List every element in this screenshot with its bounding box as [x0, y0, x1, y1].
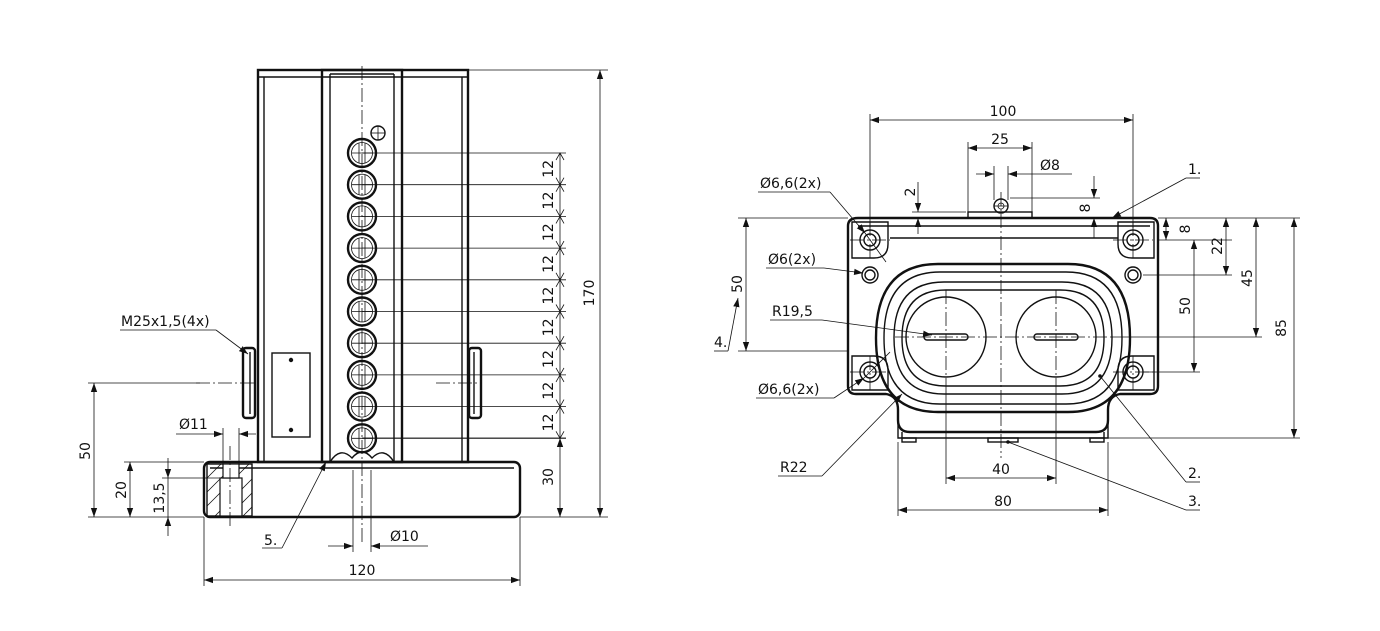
callout-item-2-label: 2. [1188, 466, 1201, 482]
dim-d10: Ø10 [328, 470, 428, 552]
dim-8-top-label: 8 [1078, 204, 1094, 213]
side-view: 170 30 12 12 12 12 12 12 12 12 12 120 50 [78, 66, 608, 586]
callout-item-4: 4. [714, 297, 740, 352]
dim-12-arrow [555, 278, 565, 287]
dim-12-arrow [555, 183, 565, 192]
callout-item-4-label: 4. [714, 335, 727, 351]
callout-item-3: 3. [1006, 440, 1201, 511]
dim-45-label: 45 [1240, 269, 1256, 287]
callout-item-5-label: 5. [264, 533, 277, 549]
callout-radius-inner-label: R19,5 [772, 304, 813, 320]
dim-12-label: 12 [541, 192, 557, 210]
callout-hole-bottom-label: Ø6,6(2x) [758, 382, 819, 398]
dim-12-label: 12 [541, 350, 557, 368]
dim-12-label: 12 [541, 382, 557, 400]
dim-80: 80 [897, 442, 1109, 516]
dim-12-arrow [555, 215, 565, 224]
dim-170: 170 [468, 69, 608, 518]
dim-12-label: 12 [541, 160, 557, 178]
callout-item-5: 5. [262, 461, 327, 549]
dim-8-right-label: 8 [1178, 225, 1194, 234]
dim-d8: Ø8 [976, 158, 1072, 200]
dim-12-label: 12 [541, 223, 557, 241]
callout-item-2: 2. [1098, 374, 1201, 483]
dim-120-label: 120 [349, 563, 376, 579]
side-screw-head [370, 125, 386, 141]
callout-thread-label: M25x1,5(4x) [121, 314, 210, 330]
dim-50-front-left: 50 [730, 217, 848, 352]
callout-radius-inner: R19,5 [770, 304, 933, 337]
dim-12-label: 12 [541, 414, 557, 432]
dim-8-top: 8 [1010, 176, 1100, 238]
callout-hole-top: Ø6,6(2x) [758, 176, 887, 263]
dim-12-arrow [555, 405, 565, 414]
front-housing [846, 216, 1160, 443]
dim-2-label: 2 [903, 188, 919, 197]
dim-22-label: 22 [1210, 237, 1226, 255]
dim-20: 20 [114, 461, 204, 517]
dim-12-label: 12 [541, 287, 557, 305]
front-top-screw [967, 198, 1033, 219]
callout-hole-mid: Ø6(2x) [766, 252, 864, 275]
callout-item-1: 1. [1111, 162, 1201, 219]
dim-85-label: 85 [1274, 319, 1290, 337]
callout-hole-mid-label: Ø6(2x) [768, 252, 816, 268]
dim-d11-label: Ø11 [179, 417, 208, 433]
dim-12-label: 12 [541, 318, 557, 336]
dim-12-arrow [555, 342, 565, 351]
dim-d10-label: Ø10 [390, 529, 419, 545]
dim-30: 30 [362, 437, 566, 517]
dim-13-5: 13,5 [152, 458, 220, 536]
callout-item-1-label: 1. [1188, 162, 1201, 178]
dim-13-5-label: 13,5 [152, 482, 168, 513]
dim-170-label: 170 [582, 280, 598, 307]
dim-2: 2 [903, 182, 966, 234]
side-button-column [346, 137, 566, 454]
front-button-frame [874, 262, 1132, 414]
dim-12-arrow [555, 431, 565, 440]
dim-50-left: 50 [78, 382, 204, 518]
callout-radius-outer-label: R22 [780, 460, 808, 476]
dim-120: 120 [203, 517, 521, 586]
dim-12-arrow [555, 310, 565, 319]
dim-40: 40 [945, 386, 1057, 484]
dim-chain-12: 12 12 12 12 12 12 12 12 12 [541, 152, 565, 440]
side-centerlines [196, 66, 482, 545]
dim-right-group: 8 50 22 45 85 [1108, 217, 1300, 439]
dim-40-label: 40 [992, 462, 1010, 478]
dim-30-label: 30 [541, 468, 557, 486]
dim-100: 100 [869, 104, 1134, 228]
dim-12-arrow [555, 247, 565, 256]
callout-thread: M25x1,5(4x) [120, 314, 249, 355]
dim-d11: Ø11 [176, 417, 256, 464]
callout-item-3-label: 3. [1188, 494, 1201, 510]
dim-100-label: 100 [990, 104, 1017, 120]
dim-12-arrow [555, 152, 565, 161]
front-view: 100 25 Ø8 2 8 [714, 104, 1300, 516]
callout-hole-top-label: Ø6,6(2x) [760, 176, 821, 192]
dim-d8-label: Ø8 [1040, 158, 1060, 174]
dim-25: 25 [967, 132, 1033, 212]
dim-12-label: 12 [541, 255, 557, 273]
dim-12-arrow [555, 374, 565, 383]
callout-radius-outer: R22 [778, 393, 903, 477]
dim-80-label: 80 [994, 494, 1012, 510]
dim-50-front-left-label: 50 [730, 275, 746, 293]
dim-25-label: 25 [991, 132, 1009, 148]
dim-50-left-label: 50 [78, 442, 94, 460]
dim-20-label: 20 [114, 481, 130, 499]
dim-50-right-label: 50 [1178, 297, 1194, 315]
callout-hole-bottom: Ø6,6(2x) [756, 351, 891, 399]
